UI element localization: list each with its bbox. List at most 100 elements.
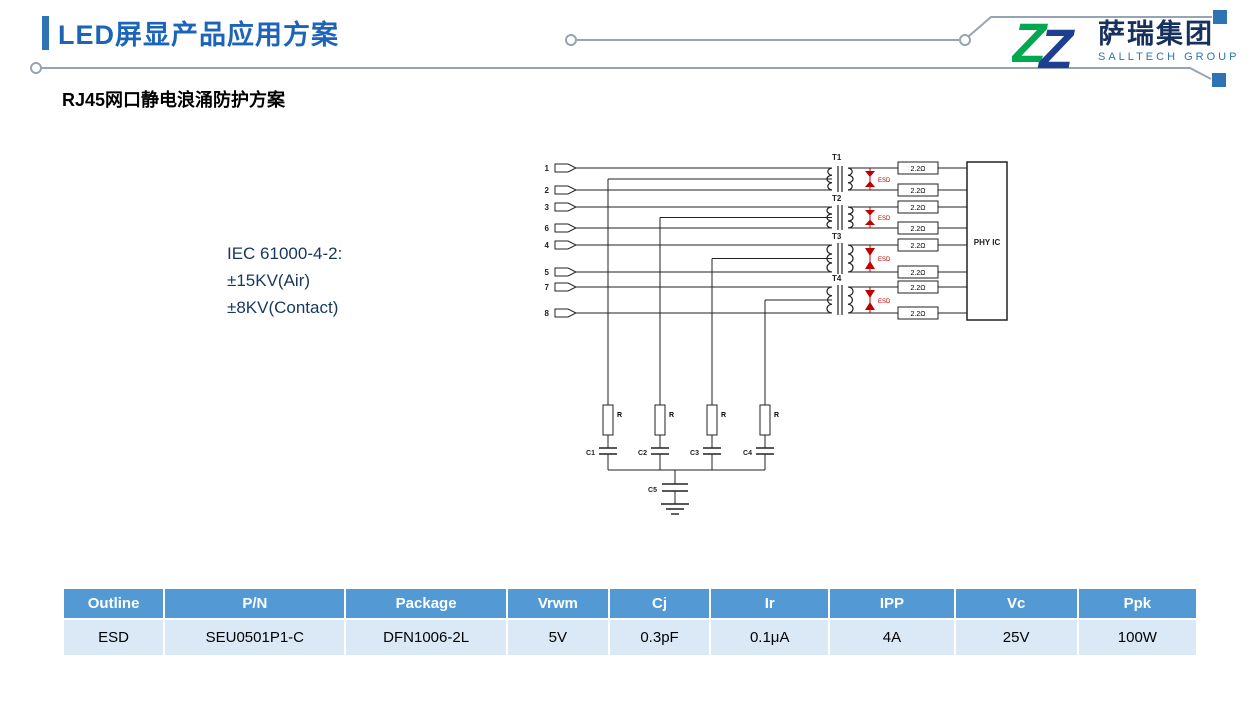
pin-connector-icon (554, 202, 578, 212)
resistor-value: 2.2Ω (911, 226, 926, 233)
resistor-value: 2.2Ω (911, 243, 926, 250)
col-header-outline: Outline (61, 587, 166, 620)
circuit-schematic: 1 2 3 6 4 5 7 (545, 153, 1008, 515)
pin-number: 6 (545, 224, 550, 233)
cell-ir: 0.1μA (709, 618, 831, 657)
cell-pn: SEU0501P1-C (163, 618, 347, 657)
cap-label-c2: C2 (638, 450, 647, 457)
iec-line-3: ±8KV(Contact) (227, 298, 339, 317)
transformer-t1: T1 (826, 153, 854, 192)
pin-5: 5 (545, 267, 578, 277)
pin-connector-icon (554, 185, 578, 195)
cell-ppk: 100W (1076, 618, 1199, 657)
pin-connector-icon (554, 267, 578, 277)
pin-number: 4 (545, 241, 550, 250)
pin-connector-icon (554, 163, 578, 173)
page-title: LED屏显产品应用方案 (58, 20, 339, 50)
pin-number: 1 (545, 164, 550, 173)
col-header-ipp: IPP (828, 587, 956, 620)
resistor-2r2: 2.2Ω (897, 238, 939, 252)
resistor-2r2: 2.2Ω (897, 221, 939, 235)
resistor-2r2: 2.2Ω (897, 161, 939, 175)
cell-outline: ESD (61, 618, 166, 657)
col-header-vc: Vc (953, 587, 1079, 620)
resistor-2r2: 2.2Ω (897, 280, 939, 294)
esd-label: ESD (878, 299, 891, 305)
logo-mark-blue: Z (1037, 17, 1075, 72)
transformer-label: T1 (832, 153, 842, 162)
r-label: R (721, 412, 726, 419)
decoration-square-top (1213, 10, 1227, 24)
esd-label: ESD (878, 216, 891, 222)
pin-connector-icon (554, 223, 578, 233)
capacitor-labels: C1 C2 C3 C4 C5 (586, 450, 752, 494)
resistor-value: 2.2Ω (911, 205, 926, 212)
section-subtitle: RJ45网口静电浪涌防护方案 (62, 90, 286, 110)
esd-diode-4: ESD (865, 287, 891, 313)
col-header-cj: Cj (607, 587, 712, 620)
pin-6: 6 (545, 223, 578, 233)
resistor-value: 2.2Ω (911, 285, 926, 292)
transformer-label: T3 (832, 232, 842, 241)
pin-1: 1 (545, 163, 578, 173)
termination-resistors: R R R R (602, 404, 779, 436)
table-header-row: Outline P/N Package Vrwm Cj Ir IPP Vc Pp… (61, 587, 1199, 620)
table-row: ESD SEU0501P1-C DFN1006-2L 5V 0.3pF 0.1μ… (61, 618, 1199, 657)
company-logo: Z Z 萨瑞集团 SALLTECH GROUP (1012, 8, 1239, 72)
ground-icon (661, 503, 689, 515)
esd-diode-1: ESD (865, 168, 891, 190)
cell-vc: 25V (953, 618, 1079, 657)
pin-2: 2 (545, 185, 578, 195)
cap-label-c1: C1 (586, 450, 595, 457)
pin-connector-icon (554, 308, 578, 318)
resistor-2r2: 2.2Ω (897, 306, 939, 320)
pin-number: 5 (545, 268, 550, 277)
transformers: T1 T2 T3 T4 (826, 153, 854, 315)
cell-cj: 0.3pF (607, 618, 712, 657)
cap-label-c4: C4 (743, 450, 752, 457)
transformer-label: T4 (832, 274, 842, 283)
resistor-r: R (759, 404, 779, 436)
decoration-square-bottom (1212, 73, 1226, 87)
spec-table-container: Outline P/N Package Vrwm Cj Ir IPP Vc Pp… (61, 587, 1199, 657)
iec-line-2: ±15KV(Air) (227, 271, 311, 290)
cell-vrwm: 5V (505, 618, 610, 657)
decoration-lines (30, 16, 1212, 80)
pin-number: 8 (545, 309, 550, 318)
logo-subname: SALLTECH GROUP (1098, 50, 1240, 63)
phy-ic-block: PHY IC (966, 161, 1008, 321)
resistor-r: R (654, 404, 674, 436)
pin-connector-icon (554, 240, 578, 250)
r-label: R (617, 412, 622, 419)
resistor-value: 2.2Ω (911, 166, 926, 173)
r-label: R (774, 412, 779, 419)
r-label: R (669, 412, 674, 419)
iec-spec-text: IEC 61000-4-2: ±15KV(Air) ±8KV(Contact) (227, 240, 342, 321)
pin-8: 8 (545, 308, 578, 318)
iec-line-1: IEC 61000-4-2: (227, 244, 343, 263)
title-accent-bar (42, 16, 49, 50)
pin-4: 4 (545, 240, 578, 250)
cell-package: DFN1006-2L (344, 618, 508, 657)
resistor-value: 2.2Ω (911, 270, 926, 277)
pin-7: 7 (545, 282, 578, 292)
resistor-r: R (706, 404, 726, 436)
col-header-vrwm: Vrwm (505, 587, 610, 620)
logo-mark-green: Z (1012, 11, 1048, 72)
series-resistors: 2.2Ω 2.2Ω 2.2Ω 2.2Ω 2.2Ω 2.2Ω (897, 161, 939, 320)
resistor-r: R (602, 404, 622, 436)
esd-label: ESD (878, 257, 891, 263)
cap-label-c5: C5 (648, 487, 657, 494)
resistor-value: 2.2Ω (911, 188, 926, 195)
pin-3: 3 (545, 202, 578, 212)
resistor-2r2: 2.2Ω (897, 183, 939, 197)
col-header-ir: Ir (709, 587, 831, 620)
transformer-t3: T3 (826, 232, 854, 274)
logo-text: 萨瑞集团 SALLTECH GROUP (1098, 18, 1239, 63)
esd-label: ESD (878, 178, 891, 184)
transformer-t2: T2 (826, 194, 854, 230)
col-header-package: Package (344, 587, 508, 620)
header-decoration (30, 10, 1227, 87)
col-header-pn: P/N (163, 587, 347, 620)
